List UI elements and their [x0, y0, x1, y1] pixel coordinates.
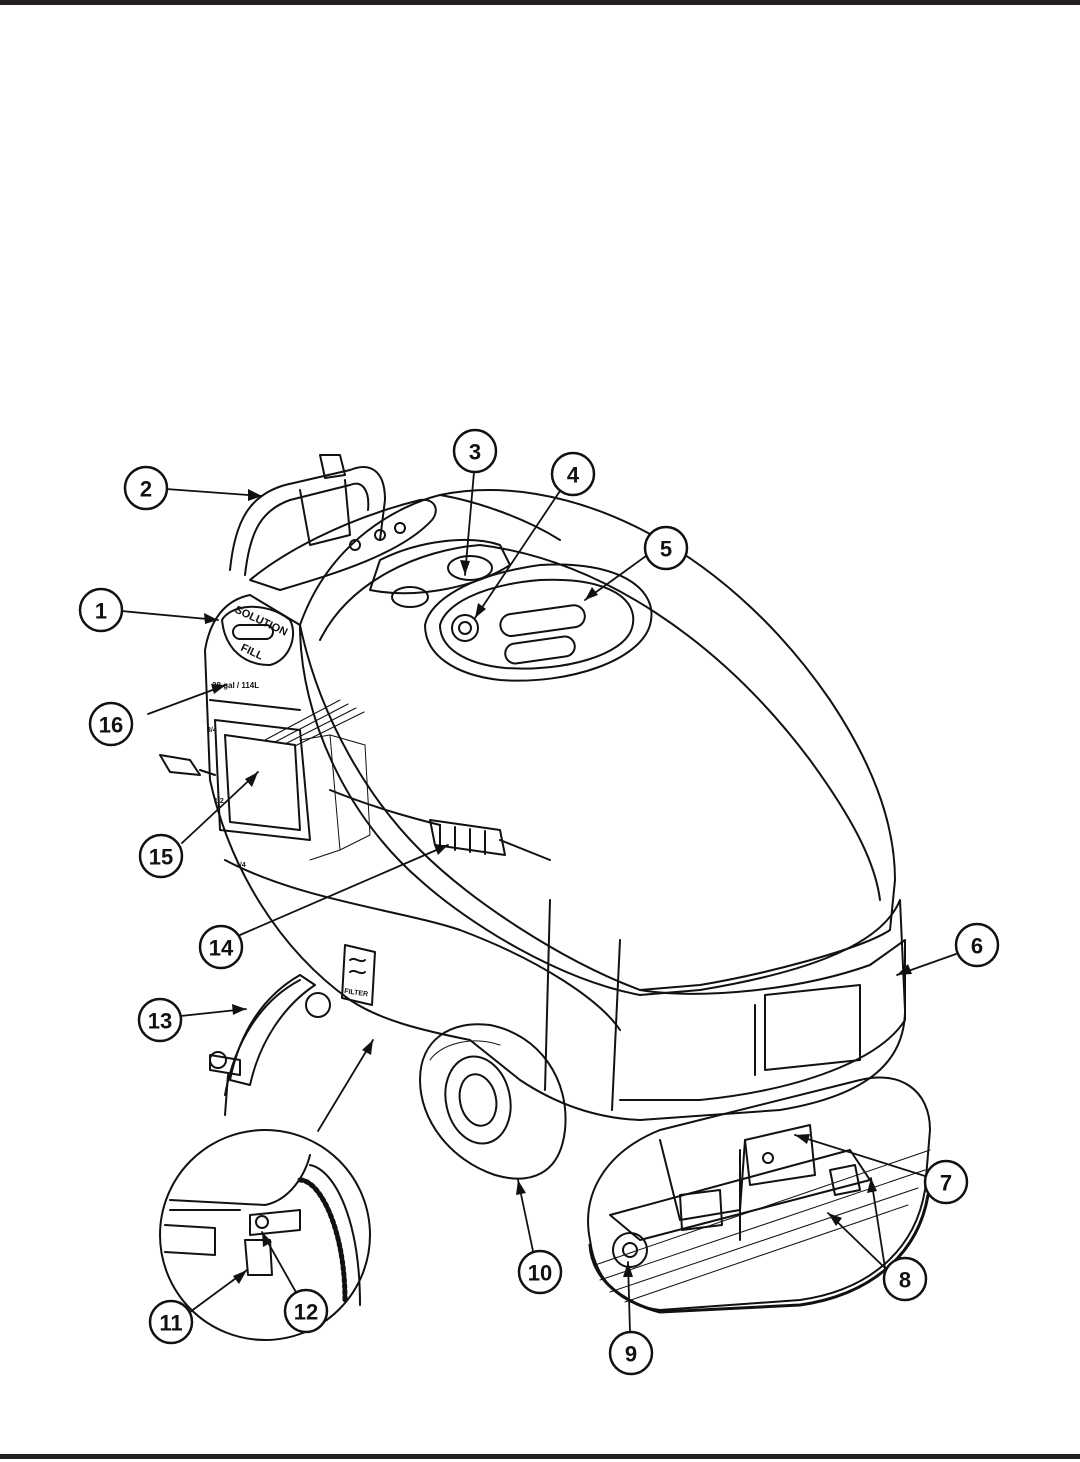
- callout-8: 8: [882, 1256, 928, 1302]
- svg-text:5: 5: [660, 537, 672, 562]
- handle-bar: [229, 466, 386, 571]
- control-panel: [249, 498, 437, 591]
- battery-connector: [429, 819, 506, 856]
- deck-knob: [612, 1232, 648, 1268]
- svg-text:3: 3: [469, 440, 481, 465]
- leader-lines: [120, 471, 957, 1333]
- callout-7: 7: [923, 1159, 969, 1205]
- svg-text:13: 13: [148, 1009, 172, 1034]
- mark-1-4: 1/4: [236, 862, 246, 869]
- callout-16: 16: [88, 701, 134, 747]
- callout-4: 4: [550, 451, 596, 497]
- callout-5: 5: [643, 525, 689, 571]
- leader-arrowheads: [204, 489, 912, 1284]
- deck-bracket: [744, 1124, 816, 1186]
- callout-12: 12: [283, 1288, 329, 1334]
- svg-text:7: 7: [940, 1171, 952, 1196]
- rear-squeegee: [229, 974, 316, 1086]
- svg-text:16: 16: [99, 713, 123, 738]
- fill-decal: FILL: [239, 642, 265, 663]
- svg-text:10: 10: [528, 1261, 552, 1286]
- deck-handle: [829, 1164, 861, 1196]
- filter-plate: [341, 944, 376, 1006]
- mark-1-2: 1/2: [214, 798, 224, 805]
- lid-cap: [451, 614, 479, 642]
- callout-11: 11: [148, 1299, 194, 1345]
- recovery-tank-body: [299, 489, 896, 991]
- inset-valve: [244, 1239, 273, 1276]
- solution-tank-body: [204, 594, 906, 1121]
- svg-text:6: 6: [971, 934, 983, 959]
- callout-1: 1: [78, 587, 124, 633]
- battery-charger: [214, 719, 311, 841]
- callout-10: 10: [517, 1249, 563, 1295]
- svg-text:1: 1: [95, 599, 107, 624]
- callout-9: 9: [608, 1330, 654, 1376]
- top-rule: [0, 0, 1080, 5]
- callout-13: 13: [137, 997, 183, 1043]
- callout-3: 3: [452, 428, 498, 474]
- svg-text:14: 14: [209, 936, 234, 961]
- svg-text:2: 2: [140, 477, 152, 502]
- svg-text:4: 4: [567, 463, 580, 488]
- bottom-rule: [0, 1454, 1080, 1459]
- svg-text:8: 8: [899, 1268, 911, 1293]
- solution-decal: SOLUTION: [233, 604, 290, 639]
- svg-text:15: 15: [149, 845, 173, 870]
- callouts: 1 2 3 4 5 6 7 8 9 10 11 12 13 14 15 16: [78, 428, 1000, 1376]
- callout-15: 15: [138, 833, 184, 879]
- solution-fill-cap: [221, 605, 295, 666]
- solution-fill-opening: [369, 539, 511, 595]
- callout-6: 6: [954, 922, 1000, 968]
- recovery-tank-lid: [424, 563, 653, 682]
- svg-text:12: 12: [294, 1300, 318, 1325]
- capacity-decal: 28 gal / 114L: [212, 681, 259, 690]
- drive-wheel: [419, 1023, 567, 1180]
- callout-14: 14: [198, 924, 244, 970]
- svg-text:9: 9: [625, 1342, 637, 1367]
- rear-bumper: [619, 939, 906, 1101]
- mark-3-4: 3/4: [207, 727, 217, 734]
- callout-2: 2: [123, 465, 169, 511]
- filter-decal: FILTER: [344, 988, 369, 998]
- svg-text:11: 11: [159, 1311, 182, 1336]
- detail-inset: [159, 1129, 371, 1341]
